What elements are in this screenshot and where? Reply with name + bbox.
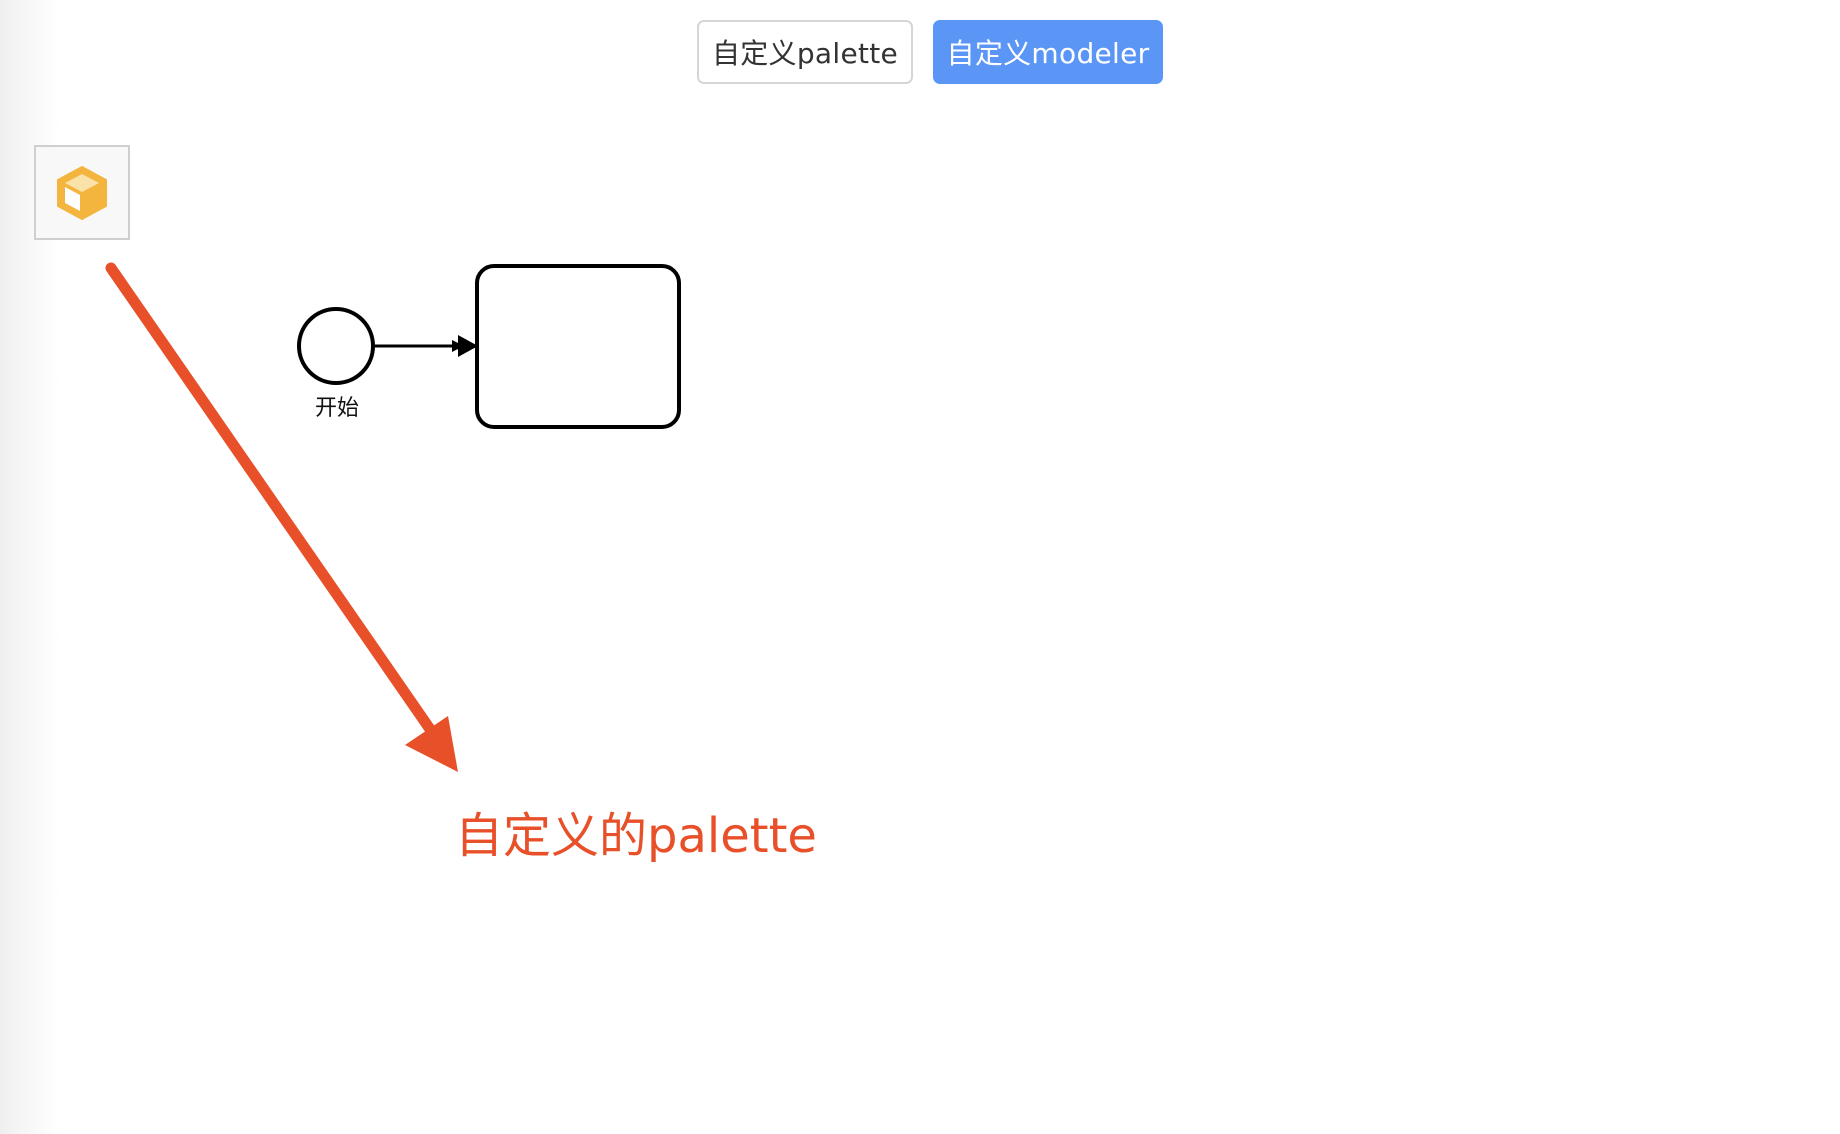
task-shape[interactable]	[475, 264, 681, 429]
sequence-flow-arrowhead	[458, 335, 478, 357]
annotation-arrow-head	[405, 716, 458, 772]
custom-palette	[34, 145, 130, 240]
start-event[interactable]	[297, 307, 375, 385]
top-toolbar: 自定义palette 自定义modeler	[0, 0, 1840, 100]
annotation-text: 自定义的palette	[455, 808, 817, 864]
custom-modeler-button[interactable]: 自定义modeler	[933, 20, 1163, 84]
custom-palette-button[interactable]: 自定义palette	[697, 20, 913, 84]
cube-icon	[57, 166, 107, 220]
annotation-arrow-shaft	[105, 262, 438, 738]
start-event-label: 开始	[314, 396, 359, 421]
palette-entry-create-task[interactable]	[52, 163, 112, 223]
